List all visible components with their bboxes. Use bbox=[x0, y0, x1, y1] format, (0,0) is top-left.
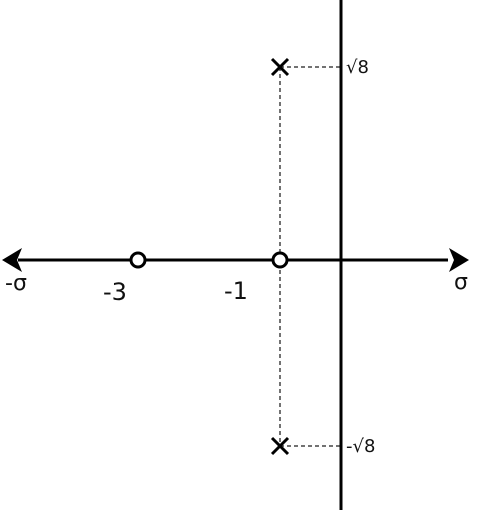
tick-label-minus-one: -1 bbox=[224, 277, 248, 305]
lower-pole-x-icon bbox=[270, 436, 290, 456]
dashed-guides bbox=[279, 66, 341, 447]
lower-pole-label: -√8 bbox=[346, 436, 375, 457]
upper-pole-label: √8 bbox=[346, 57, 369, 78]
zero-marker-minus-one bbox=[271, 251, 289, 269]
left-arrowhead-icon bbox=[2, 248, 22, 272]
zero-marker-minus-three bbox=[129, 251, 147, 269]
upper-pole-x-icon bbox=[270, 57, 290, 77]
right-arrowhead-icon bbox=[449, 248, 469, 272]
positive-sigma-label: σ bbox=[454, 270, 468, 295]
tick-label-minus-three: -3 bbox=[103, 278, 127, 306]
negative-sigma-label: -σ bbox=[5, 271, 27, 296]
